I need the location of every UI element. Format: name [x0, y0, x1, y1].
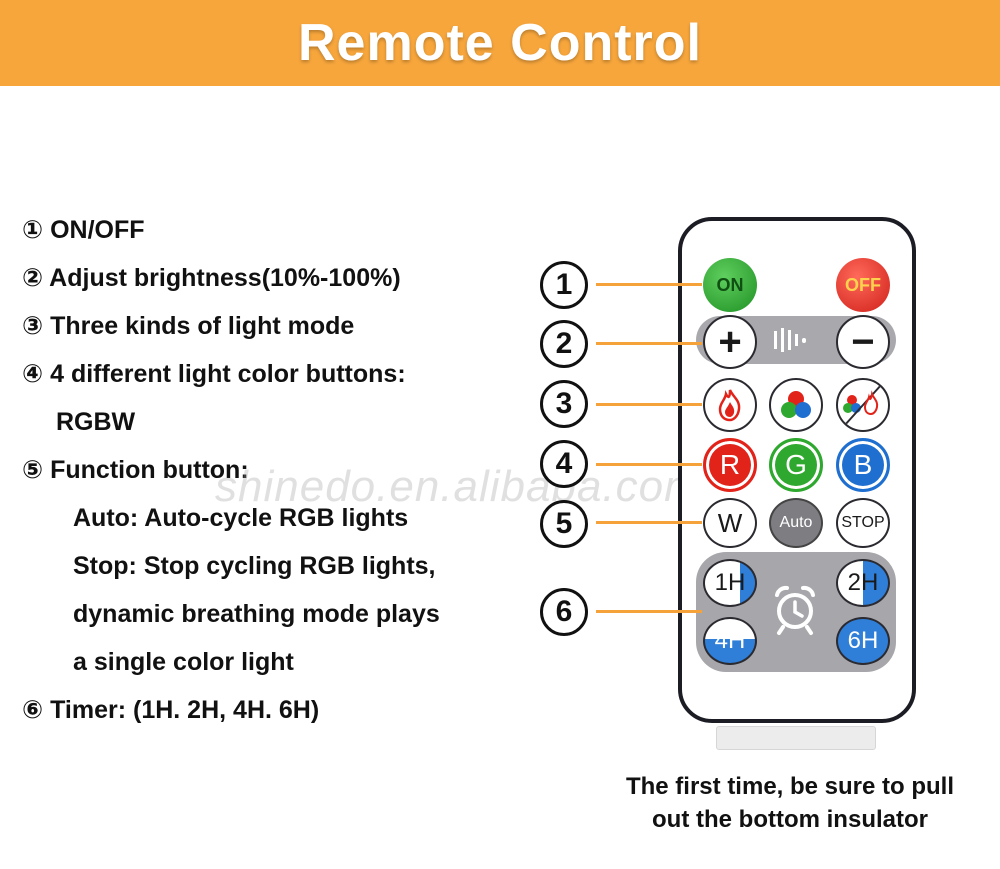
timer-1h-button[interactable]: 1H: [703, 559, 757, 607]
on-button[interactable]: ON: [703, 258, 757, 312]
insulator-note-line-2: out the bottom insulator: [652, 806, 928, 833]
leader-line-6: [596, 610, 702, 613]
feature-brightness: ② Adjust brightness(10%-100%): [22, 264, 401, 292]
feature-stop-desc: Stop: Stop cycling RGB lights,: [73, 552, 436, 580]
feature-on-off: ① ON/OFF: [22, 216, 145, 244]
brightness-plus-button[interactable]: +: [703, 315, 757, 369]
green-button[interactable]: G: [769, 438, 823, 492]
leader-line-3: [596, 403, 702, 406]
sound-bars-icon: [774, 328, 806, 352]
feature-color-rgbw: RGBW: [56, 408, 136, 436]
header-banner: Remote Control: [0, 0, 1000, 86]
feature-function-button: ⑤ Function button:: [22, 456, 249, 484]
feature-stop-desc-2: dynamic breathing mode plays: [73, 600, 440, 628]
off-button[interactable]: OFF: [836, 258, 890, 312]
leader-line-5: [596, 521, 702, 524]
page-title: Remote Control: [298, 14, 702, 72]
callout-5: 5: [540, 500, 588, 548]
callout-2: 2: [540, 320, 588, 368]
white-button[interactable]: W: [703, 498, 757, 548]
auto-button[interactable]: Auto: [769, 498, 823, 548]
mode-flame-button[interactable]: [703, 378, 757, 432]
feature-color-buttons: ④ 4 different light color buttons:: [22, 360, 406, 388]
timer-6h-button[interactable]: 6H: [836, 617, 890, 665]
bottom-insulator: [716, 726, 876, 750]
alarm-clock-icon: [771, 583, 819, 642]
callout-4: 4: [540, 440, 588, 488]
timer-2h-button[interactable]: 2H: [836, 559, 890, 607]
timer-4h-button[interactable]: 4H: [703, 617, 757, 665]
feature-light-mode: ③ Three kinds of light mode: [22, 312, 355, 340]
callout-3: 3: [540, 380, 588, 428]
red-button[interactable]: R: [703, 438, 757, 492]
feature-auto-desc: Auto: Auto-cycle RGB lights: [73, 504, 409, 532]
mode-rgb-button[interactable]: [769, 378, 823, 432]
rgb-dots-icon: [781, 391, 811, 418]
stop-button[interactable]: STOP: [836, 498, 890, 548]
insulator-note: The first time, be sure to pull out the …: [580, 770, 1000, 836]
callout-1: 1: [540, 261, 588, 309]
blue-button[interactable]: B: [836, 438, 890, 492]
mode-mixed-button[interactable]: [836, 378, 890, 432]
flame-icon: [718, 389, 741, 422]
feature-timer: ⑥ Timer: (1H. 2H, 4H. 6H): [22, 696, 320, 724]
brightness-minus-button[interactable]: −: [836, 315, 890, 369]
rgb-flame-split-icon: [843, 383, 883, 427]
watermark: shinedo.en.alibaba.com: [215, 462, 702, 511]
callout-6: 6: [540, 588, 588, 636]
feature-stop-desc-3: a single color light: [73, 648, 294, 676]
insulator-note-line-1: The first time, be sure to pull: [625, 773, 955, 800]
leader-line-1: [596, 283, 702, 286]
leader-line-4: [596, 463, 702, 466]
leader-line-2: [596, 342, 702, 345]
